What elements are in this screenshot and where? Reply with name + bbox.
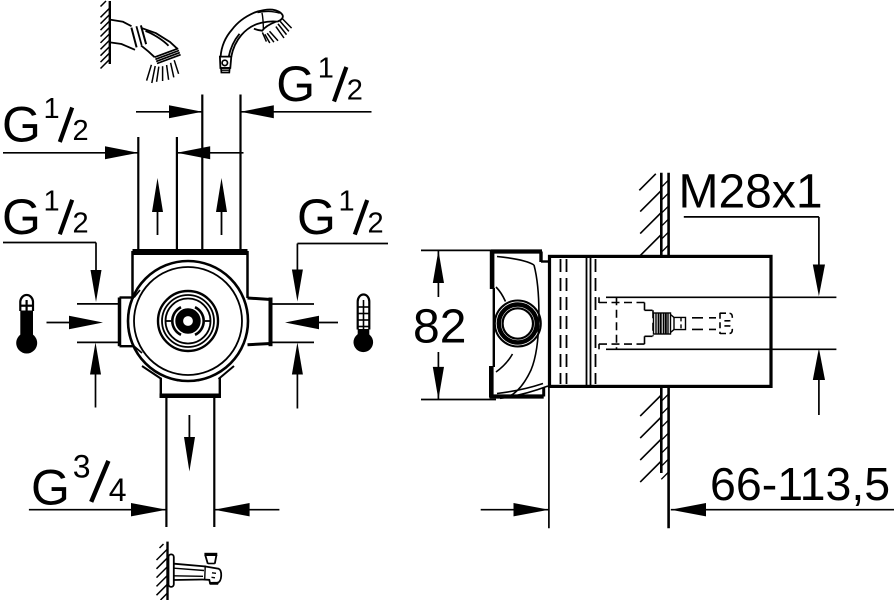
svg-text:G: G — [276, 56, 315, 112]
svg-text:82: 82 — [413, 301, 466, 354]
svg-text:1: 1 — [339, 186, 355, 218]
svg-text:G: G — [2, 189, 41, 245]
svg-text:M28x1: M28x1 — [679, 165, 823, 218]
svg-text:G: G — [31, 459, 70, 515]
svg-text:G: G — [2, 97, 41, 153]
svg-text:1: 1 — [44, 93, 60, 125]
svg-text:1: 1 — [318, 53, 334, 85]
svg-text:3: 3 — [73, 449, 91, 485]
svg-text:1: 1 — [44, 185, 60, 217]
svg-text:2: 2 — [368, 208, 384, 240]
svg-text:G: G — [297, 189, 336, 245]
svg-text:2: 2 — [73, 115, 89, 147]
svg-text:4: 4 — [109, 472, 127, 508]
svg-text:2: 2 — [347, 75, 363, 107]
svg-text:66-113,5: 66-113,5 — [710, 458, 890, 510]
svg-text:2: 2 — [73, 207, 89, 239]
